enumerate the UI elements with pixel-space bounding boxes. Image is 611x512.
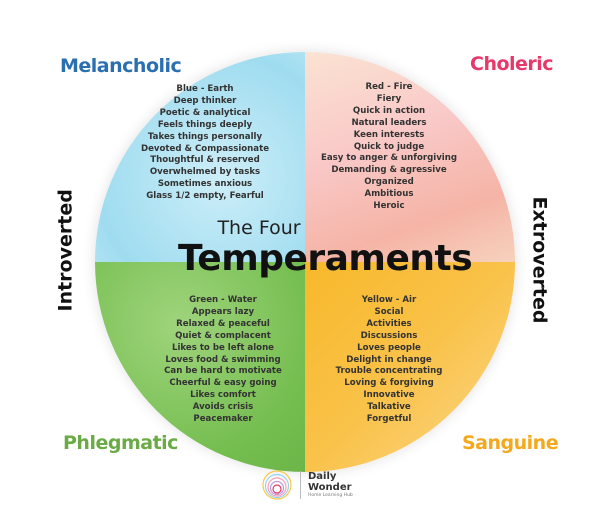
trait-item: Likes to be left alone [171,342,275,353]
trait-item: Red - Fire [365,82,413,92]
trait-item: Quiet & complacent [175,330,271,341]
trait-item: Fiery [376,93,402,104]
trait-item: Overwhelmed by tasks [149,167,261,178]
trait-item: Ambitious [364,189,414,200]
quadrant-choleric [305,52,515,262]
trait-item: Easy to anger & unforgiving [320,153,458,164]
logo: Daily Wonder Home Learning Hub [262,470,353,500]
trait-item: Discussions [360,330,418,341]
quadrant-phlegmatic [95,262,305,472]
quadrant-sanguine [305,262,515,472]
title-temperaments: Temperaments [178,238,473,279]
trait-item: Forgetful [366,414,412,425]
trait-item: Loves people [357,342,421,353]
trait-item: Loving & forgiving [344,378,434,389]
trait-item: Natural leaders [351,117,427,128]
trait-item: Thoughtful & reserved [150,155,260,166]
trait-item: Peacemaker [193,414,253,425]
trait-item: Keen interests [353,129,425,140]
title-the-four: The Four [217,217,301,239]
trait-item: Glass 1/2 empty, Fearful [146,191,264,202]
quadrant-melancholic [95,52,305,262]
trait-item: Trouble concentrating [335,366,443,377]
trait-item: Blue - Earth [176,84,234,94]
trait-item: Quick to judge [353,141,425,152]
trait-item: Deep thinker [173,95,237,106]
trait-item: Demanding & agressive [331,165,447,176]
trait-item: Yellow - Air [361,295,417,305]
trait-item: Takes things personally [147,131,263,142]
trait-item: Poetic & analytical [159,107,251,118]
label-sanguine: Sanguine [462,432,559,454]
trait-item: Can be hard to motivate [164,366,282,377]
trait-item: Cheerful & easy going [169,378,277,389]
trait-item: Talkative [367,402,411,413]
label-introverted: Introverted [54,189,77,312]
label-choleric: Choleric [470,53,554,75]
trait-item: Feels things deeply [157,119,253,130]
label-phlegmatic: Phlegmatic [63,432,178,454]
logo-rings-icon [262,470,292,500]
trait-item: Devoted & Compassionate [140,143,270,154]
trait-item: Organized [364,177,414,188]
logo-line2: Wonder [308,482,352,493]
trait-item: Innovative [363,390,415,401]
trait-item: Green - Water [189,295,257,305]
logo-line1: Daily [308,471,337,482]
temperament-circle [95,52,515,472]
label-melancholic: Melancholic [60,55,182,77]
trait-item: Social [374,306,404,317]
trait-item: Quick in action [352,105,426,116]
logo-tagline: Home Learning Hub [308,493,353,498]
label-extroverted: Extroverted [528,196,551,324]
trait-item: Heroic [373,201,405,212]
trait-item: Activities [366,318,412,329]
trait-item: Loves food & swimming [165,354,281,365]
trait-item: Avoids crisis [192,402,254,413]
trait-item: Likes comfort [190,390,256,401]
trait-item: Relaxed & peaceful [176,318,270,329]
trait-item: Delight in change [346,354,432,365]
trait-item: Sometimes anxious [157,179,253,190]
trait-item: Appears lazy [191,306,255,317]
